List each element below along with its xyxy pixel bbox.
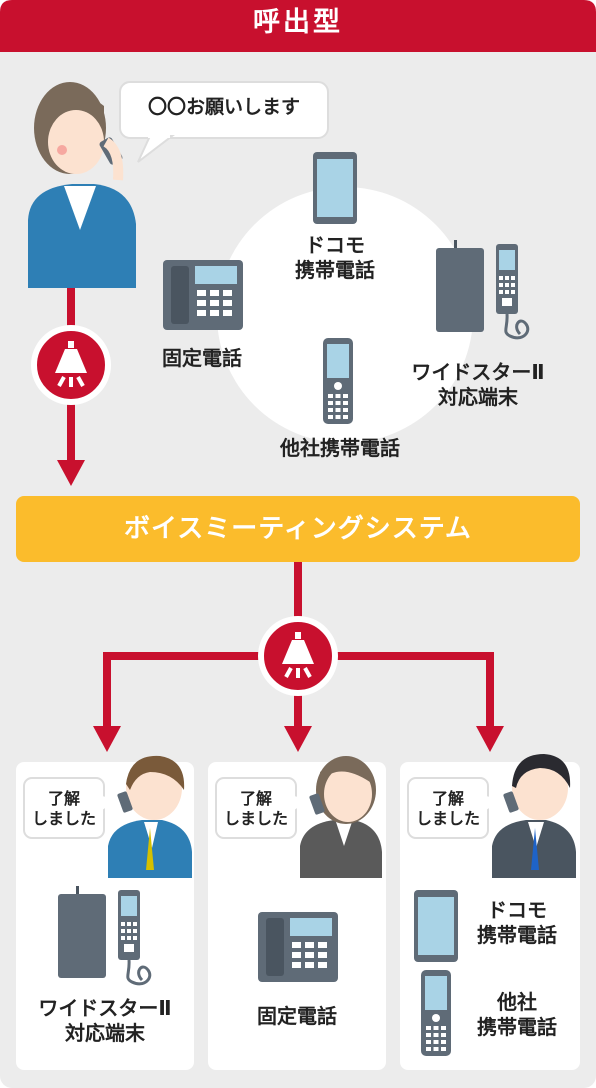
system-bar [16,496,580,562]
docomo-mobile-phone-icon [313,152,357,224]
receiver-3-other-label: 他社 携帯電話 [477,990,557,1039]
caller-alarm-siren-icon [34,328,108,402]
receiver-2-reply: 了解 しました [223,789,288,828]
receiver-3-other-mobile-phone-icon [421,970,451,1056]
receiver-2-device-label: 固定電話 [257,1004,337,1028]
other-mobile-label: 他社携帯電話 [280,436,400,460]
caller-arrow-head [57,460,85,486]
receiver-3-person-icon [492,754,576,878]
caller-speech-bubble [119,81,329,163]
reply-bubbles [23,777,489,839]
receiver-2-landline-phone-icon [258,912,338,982]
widestar-label: ワイドスターⅡ 対応端末 [411,360,545,409]
landline-phone-icon [163,260,243,330]
receiver-3-docomo-mobile-phone-icon [414,890,458,962]
arrow-head-right [476,726,504,752]
reply-bubble-tails [102,796,502,810]
receiver-1-person-icon [108,755,192,878]
header-bar [0,0,596,52]
system-name: ボイスミーティングシステム [124,514,472,544]
device-circle [217,187,473,443]
arrow-head-left [93,726,121,752]
page-title: 呼出型 [253,7,343,38]
branch-alarm-siren-icon [261,619,335,693]
receiver-3-docomo-label: ドコモ 携帯電話 [477,898,557,947]
other-mobile-phone-icon [323,338,353,424]
arrow-head-center [284,726,312,752]
docomo-mobile-label: ドコモ 携帯電話 [295,233,375,282]
receiver-3-reply: 了解 しました [415,789,480,828]
caller-person-icon [28,82,136,288]
receiver-1-reply: 了解 しました [31,789,96,828]
landline-label: 固定電話 [162,346,242,370]
receiver-1-device-label: ワイドスターⅡ 対応端末 [38,996,172,1045]
receiver-2-person-icon [300,756,382,878]
caller-speech-text: 〇〇お願いします [147,96,300,118]
